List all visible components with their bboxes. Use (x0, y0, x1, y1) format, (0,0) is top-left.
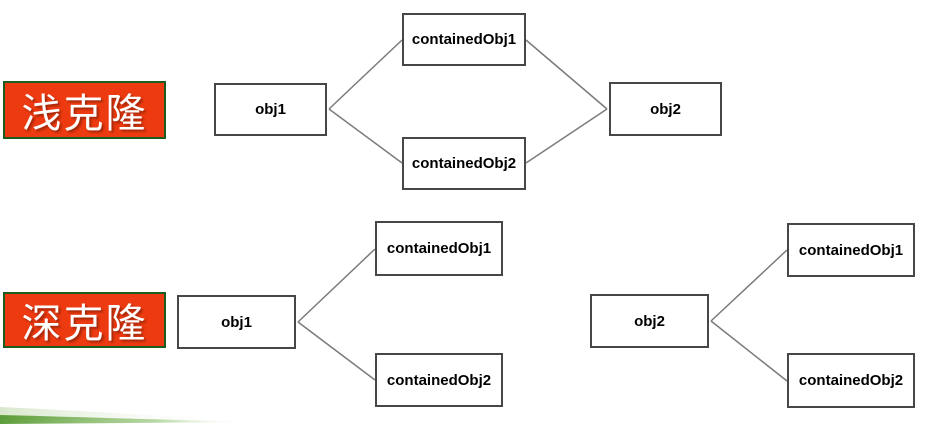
connector-line (710, 320, 788, 382)
connector-line (525, 108, 608, 164)
swoosh-band (0, 415, 252, 424)
deep-obj2-box: obj2 (590, 294, 709, 348)
shallow-containedobj1-box: containedObj1 (402, 13, 526, 66)
deep-obj2-containedobj2-box: containedObj2 (787, 353, 915, 408)
shallow-containedobj2-box: containedObj2 (402, 137, 526, 190)
connector-line (710, 249, 788, 322)
deep-obj1-containedobj1-box: containedObj1 (375, 221, 503, 276)
swoosh-haze (0, 407, 250, 422)
deep-clone-obj2-edges (710, 249, 788, 382)
shallow-obj2-box: obj2 (609, 82, 722, 136)
connector-line (328, 39, 403, 110)
deep-obj1-containedobj2-box: containedObj2 (375, 353, 503, 407)
connector-line (297, 248, 376, 323)
connector-line (525, 39, 608, 110)
shallow-obj1-box: obj1 (214, 83, 327, 136)
deep-obj2-containedobj1-box: containedObj1 (787, 223, 915, 277)
deep-clone-obj1-edges (297, 248, 376, 381)
connector-line (328, 108, 403, 164)
deep-obj1-box: obj1 (177, 295, 296, 349)
shallow-clone-label: 浅克隆 (3, 81, 166, 139)
connector-line (297, 321, 376, 381)
deep-clone-label: 深克隆 (3, 292, 166, 348)
